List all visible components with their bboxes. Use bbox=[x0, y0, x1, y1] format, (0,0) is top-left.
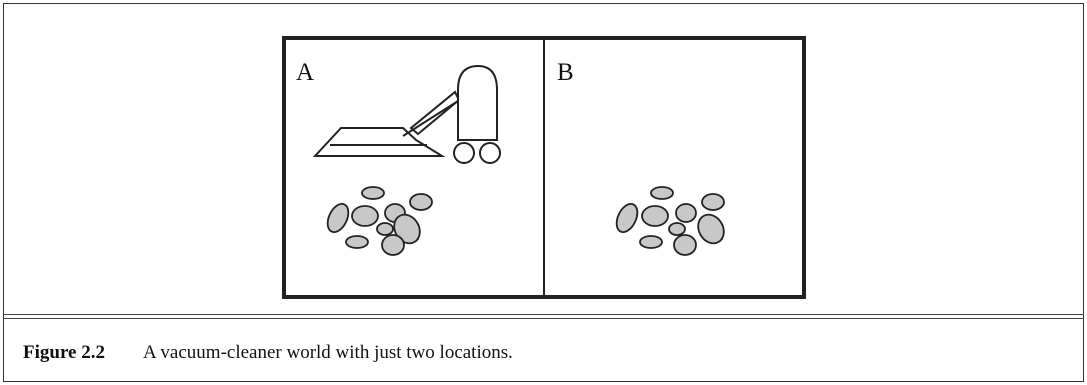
figure-frame bbox=[3, 3, 1084, 382]
dirt-icon-room-b bbox=[615, 186, 725, 256]
vacuum-world-diagram: A B bbox=[282, 36, 806, 299]
caption-text: A vacuum-cleaner world with just two loc… bbox=[143, 342, 513, 363]
dirt-icon bbox=[326, 186, 433, 256]
room-label-b: B bbox=[557, 59, 574, 86]
vacuum-cleaner-icon bbox=[312, 64, 501, 164]
caption-divider bbox=[3, 314, 1084, 316]
room-label-a: A bbox=[296, 59, 314, 86]
caption-divider-second bbox=[3, 318, 1084, 320]
figure-number: Figure 2.2 bbox=[23, 342, 105, 363]
figure-caption: Figure 2.2 A vacuum-cleaner world with ju… bbox=[23, 342, 513, 364]
